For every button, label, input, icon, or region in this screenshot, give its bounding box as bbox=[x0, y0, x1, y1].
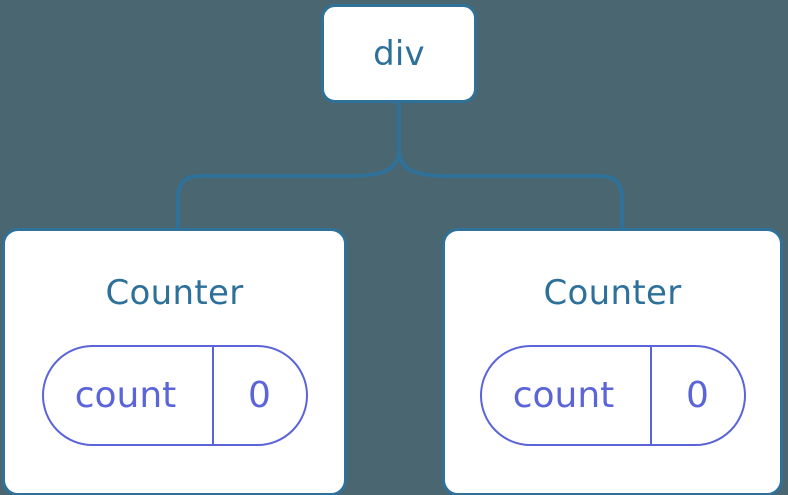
node-counter-0-label: Counter bbox=[105, 273, 244, 313]
state-key-counter-0: count bbox=[74, 374, 177, 416]
connector-branch-right bbox=[397, 149, 624, 229]
node-div-label: div bbox=[373, 33, 425, 74]
state-divider-icon bbox=[649, 347, 652, 444]
state-pill-counter-1[interactable]: count 0 bbox=[479, 345, 746, 446]
node-counter-1-label: Counter bbox=[543, 273, 682, 313]
connector-branch-left bbox=[176, 149, 401, 229]
state-value-counter-1: 0 bbox=[686, 374, 709, 416]
state-key-counter-1: count bbox=[512, 374, 615, 416]
node-counter-0[interactable]: Counter count 0 bbox=[2, 228, 347, 495]
state-pill-counter-0[interactable]: count 0 bbox=[41, 345, 308, 446]
state-divider-icon bbox=[211, 347, 214, 444]
node-div[interactable]: div bbox=[321, 4, 477, 103]
state-value-counter-0: 0 bbox=[248, 374, 271, 416]
node-counter-1[interactable]: Counter count 0 bbox=[442, 228, 783, 495]
